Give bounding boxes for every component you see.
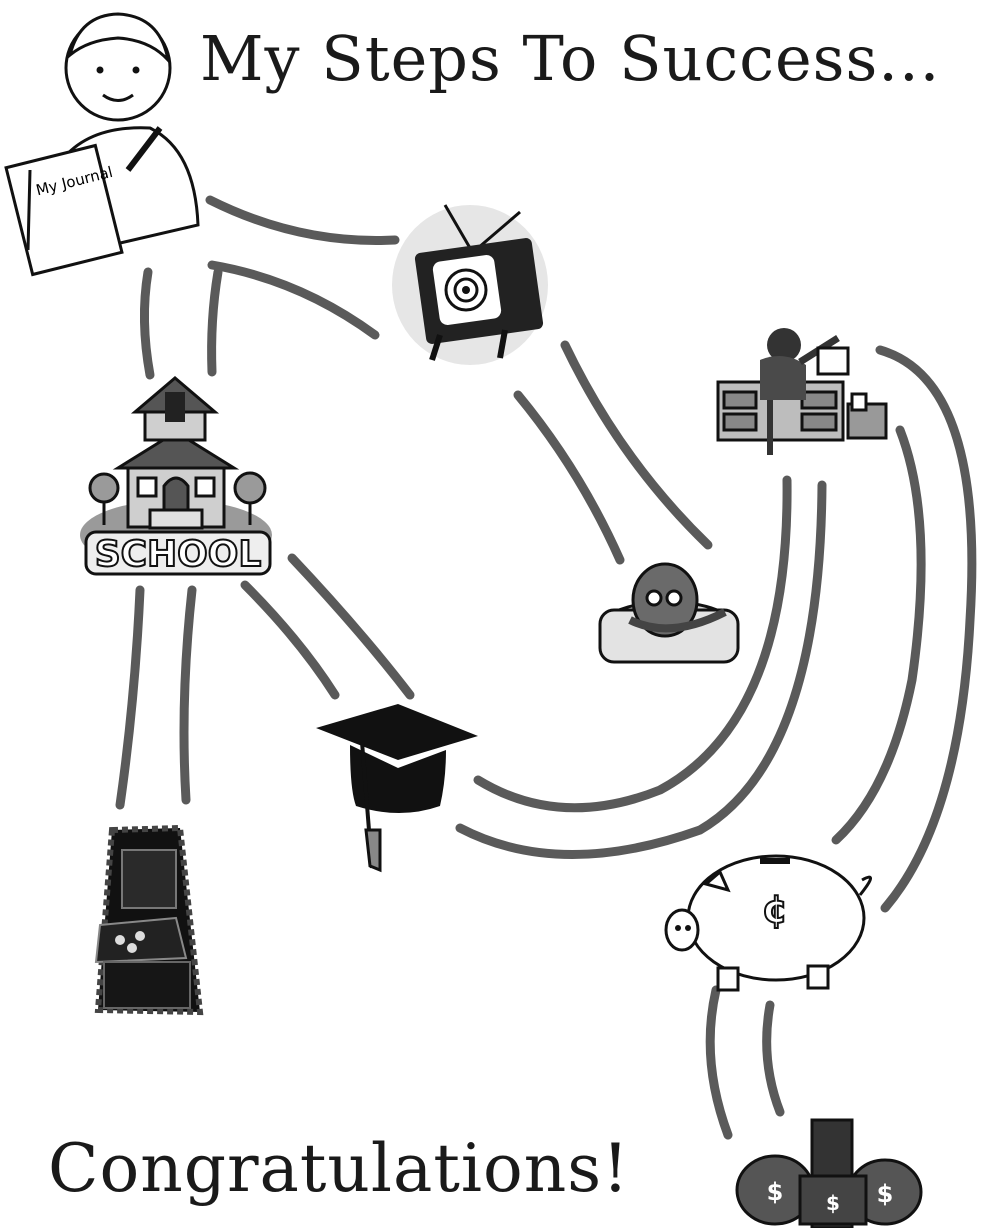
path-student-to-school (139, 267, 223, 380)
graduation-cap-icon (316, 704, 478, 873)
svg-text:$: $ (767, 1178, 784, 1206)
path-school-to-grad (240, 553, 415, 700)
path-tv-to-couch (513, 340, 713, 565)
arcade-machine-icon (94, 824, 204, 1016)
path-office-to-piggy (831, 345, 977, 913)
congratulations-text: Congratulations! (48, 1130, 630, 1207)
svg-text:$: $ (877, 1180, 894, 1208)
svg-text:¢: ¢ (762, 887, 788, 931)
page-title: My Steps To Success... (200, 22, 941, 95)
svg-text:$: $ (826, 1191, 840, 1215)
schoolhouse-icon: SCHOOL (80, 376, 272, 576)
path-grad-to-office (455, 475, 827, 859)
piggy-bank-icon: ¢ (664, 854, 872, 992)
path-school-to-arcade (115, 585, 197, 810)
couch-potato-icon (598, 562, 740, 664)
path-student-to-tv (205, 195, 400, 340)
path-piggy-to-money (705, 985, 785, 1140)
office-desk-worker-icon (716, 328, 888, 455)
money-bags-icon: $ $ $ (735, 1118, 923, 1228)
school-label: SCHOOL (95, 534, 262, 575)
boy-writing-journal-icon: My Journal (4, 12, 200, 277)
television-icon (392, 204, 548, 365)
